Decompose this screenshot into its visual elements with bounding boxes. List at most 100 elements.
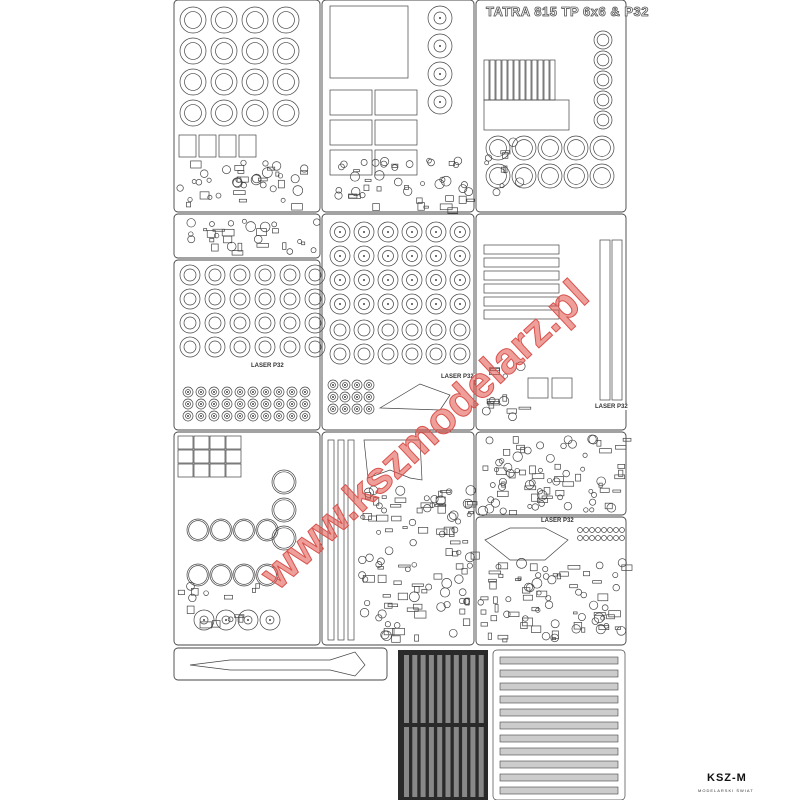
small-part xyxy=(380,160,388,168)
wheel-part xyxy=(277,104,295,122)
small-part xyxy=(240,182,247,189)
tread-strip xyxy=(428,727,434,797)
small-part xyxy=(297,239,303,244)
small-part xyxy=(458,195,467,204)
wheel-part xyxy=(327,391,339,403)
wheel-part xyxy=(333,347,347,361)
wheel-part xyxy=(406,250,418,262)
small-part xyxy=(240,159,247,166)
small-part xyxy=(212,620,221,628)
small-part xyxy=(508,611,520,617)
wheel-part xyxy=(286,410,298,422)
small-part xyxy=(440,587,451,598)
rail-part xyxy=(611,239,623,401)
small-part xyxy=(405,566,411,573)
wheel-part xyxy=(254,336,276,358)
small-part xyxy=(622,437,632,442)
small-part xyxy=(391,164,399,171)
tread-strip xyxy=(499,721,619,730)
small-part xyxy=(506,408,517,414)
rail-part xyxy=(599,239,611,401)
small-part xyxy=(559,571,569,577)
small-part xyxy=(362,575,375,583)
small-part xyxy=(499,507,507,515)
wheel-part xyxy=(234,565,254,585)
small-part xyxy=(238,615,244,623)
wheel-hub xyxy=(278,415,280,417)
wheel-part xyxy=(342,382,348,388)
wheel-part xyxy=(215,73,233,91)
wheel-part xyxy=(234,520,254,540)
wheel-part xyxy=(260,410,272,422)
wheel-part xyxy=(179,288,201,310)
wheel-part xyxy=(377,245,399,267)
wheel-part xyxy=(453,347,467,361)
small-part xyxy=(587,434,597,444)
beam-part xyxy=(483,270,560,281)
small-part xyxy=(462,618,471,626)
wheel-part xyxy=(184,11,202,29)
wheel-hub xyxy=(187,403,189,405)
small-part xyxy=(362,512,372,520)
small-part xyxy=(614,626,621,630)
small-part xyxy=(234,165,245,171)
small-part xyxy=(436,602,446,612)
small-part xyxy=(484,154,493,162)
small-part xyxy=(545,595,552,602)
small-part xyxy=(531,493,540,502)
small-part xyxy=(227,616,234,623)
wheel-hub xyxy=(200,391,202,393)
small-part xyxy=(215,192,222,199)
small-part xyxy=(500,150,511,155)
plate-part xyxy=(225,449,242,464)
wheel-part xyxy=(537,135,563,161)
small-part xyxy=(523,446,532,455)
wheel-part xyxy=(185,401,191,407)
small-part xyxy=(551,637,557,640)
wheel-part xyxy=(334,298,346,310)
small-part xyxy=(538,500,545,507)
wheel-part xyxy=(250,413,256,419)
wheel-part xyxy=(593,30,613,50)
wheel-part xyxy=(179,68,207,96)
small-part xyxy=(508,137,518,147)
wheel-part xyxy=(401,269,423,291)
small-part xyxy=(191,179,197,184)
beam-part xyxy=(483,283,560,294)
small-part xyxy=(480,622,488,627)
small-part xyxy=(381,630,392,641)
wheel-hub xyxy=(439,45,441,47)
wheel-part xyxy=(358,298,370,310)
small-part xyxy=(358,555,367,565)
small-part xyxy=(481,406,491,416)
wheel-hub xyxy=(387,231,389,233)
wheel-part xyxy=(406,274,418,286)
wheel-part xyxy=(263,389,269,395)
sheet-title: TATRA 815 TP 6x6 & P32 xyxy=(486,4,649,20)
wheel-part xyxy=(224,389,230,395)
wheel-part xyxy=(330,406,336,412)
plate-part xyxy=(225,463,242,478)
wheel-part xyxy=(208,268,222,282)
small-part xyxy=(555,490,565,497)
small-part xyxy=(394,497,407,503)
wheel-part xyxy=(334,226,346,238)
beam-part xyxy=(483,296,560,307)
small-part xyxy=(528,479,536,487)
plate-part xyxy=(483,59,490,101)
small-part xyxy=(237,170,245,174)
frame-part xyxy=(378,383,451,411)
small-part xyxy=(488,570,502,575)
small-part xyxy=(375,614,383,622)
wheel-part xyxy=(234,410,246,422)
wheel-part xyxy=(204,336,226,358)
small-part xyxy=(499,183,505,189)
plate-part xyxy=(374,119,418,146)
wheel-part xyxy=(258,340,272,354)
wheel-part xyxy=(596,33,610,47)
small-part xyxy=(531,473,545,480)
small-part xyxy=(364,178,372,182)
wheel-part xyxy=(198,413,204,419)
wheel-part xyxy=(541,139,559,157)
small-part xyxy=(191,588,199,596)
